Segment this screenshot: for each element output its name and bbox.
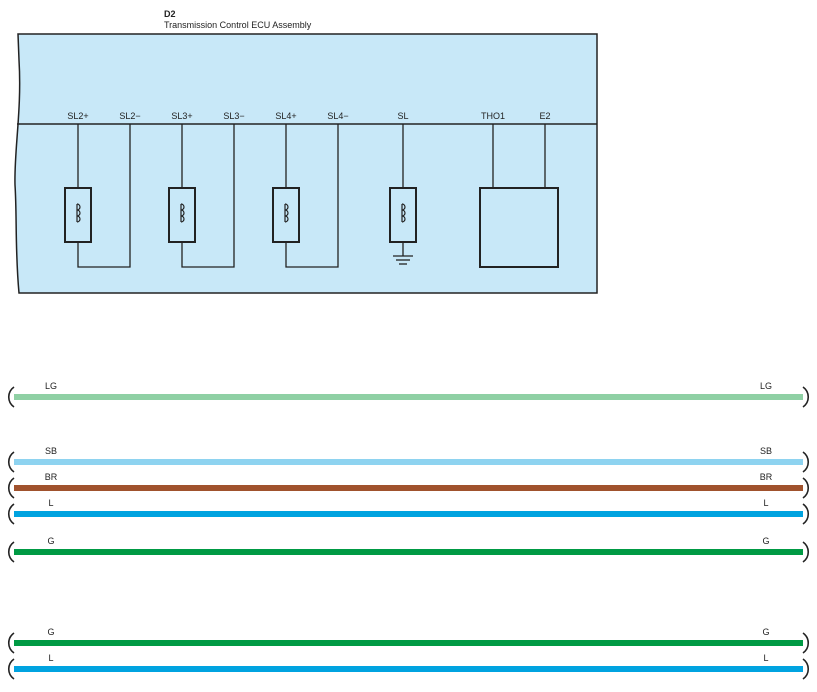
wire-label-right: G (762, 536, 769, 546)
component-code: D2 (164, 9, 176, 19)
wire-break-icon (7, 541, 15, 563)
sensor-wires (492, 124, 546, 188)
wire-break-icon (7, 658, 15, 680)
ground-icon (393, 255, 413, 265)
solenoid-coil-icon (389, 187, 417, 243)
sl4-loop-wire (285, 124, 339, 268)
pin-label-sl3-plus: SL3+ (171, 111, 192, 121)
component-name: Transmission Control ECU Assembly (164, 20, 312, 30)
ecu-outline (14, 33, 598, 294)
ecu-box (14, 33, 598, 294)
wire-break-icon (802, 632, 810, 654)
wire-label-left: SB (45, 446, 57, 456)
temperature-sensor-icon (479, 187, 559, 268)
wire-break-icon (7, 632, 15, 654)
wire-label-left: G (47, 627, 54, 637)
wire-label-left: G (47, 536, 54, 546)
wire-break-icon (802, 451, 810, 473)
solenoid-coil-icon (272, 187, 300, 243)
wire-break-icon (802, 386, 810, 408)
pin-label-sl2-minus: SL2− (119, 111, 140, 121)
pin-label-sl4-plus: SL4+ (275, 111, 296, 121)
wire-label-right: L (763, 653, 768, 663)
pin-labels: SL2+ SL2− SL3+ SL3− SL4+ SL4− SL THO1 E2 (67, 111, 550, 121)
wire-break-icon (7, 477, 15, 499)
wire-label-left: L (48, 498, 53, 508)
pin-label-sl4-minus: SL4− (327, 111, 348, 121)
wire-label-right: LG (760, 381, 772, 391)
wire-label-left: BR (45, 472, 58, 482)
sl2-loop-wire (77, 124, 131, 268)
wire-label-right: BR (760, 472, 773, 482)
wire-break-icon (7, 386, 15, 408)
wire-break-icon (802, 477, 810, 499)
wire-break-icon (802, 541, 810, 563)
pin-label-sl: SL (397, 111, 408, 121)
pin-label-sl3-minus: SL3− (223, 111, 244, 121)
wire-break-icon (7, 451, 15, 473)
solenoid-coil-icon (64, 187, 92, 243)
wire-break-icon (802, 503, 810, 525)
solenoid-circuits (77, 124, 546, 268)
wire-label-right: SB (760, 446, 772, 456)
solenoid-coil-icon (168, 187, 196, 243)
pin-label-tho1: THO1 (481, 111, 505, 121)
wire-break-icon (7, 503, 15, 525)
wire-label-left: LG (45, 381, 57, 391)
wire-label-left: L (48, 653, 53, 663)
wire-break-icon (802, 658, 810, 680)
pin-label-sl2-plus: SL2+ (67, 111, 88, 121)
pin-label-e2: E2 (539, 111, 550, 121)
wire-label-right: G (762, 627, 769, 637)
sl3-loop-wire (181, 124, 235, 268)
wire-label-right: L (763, 498, 768, 508)
